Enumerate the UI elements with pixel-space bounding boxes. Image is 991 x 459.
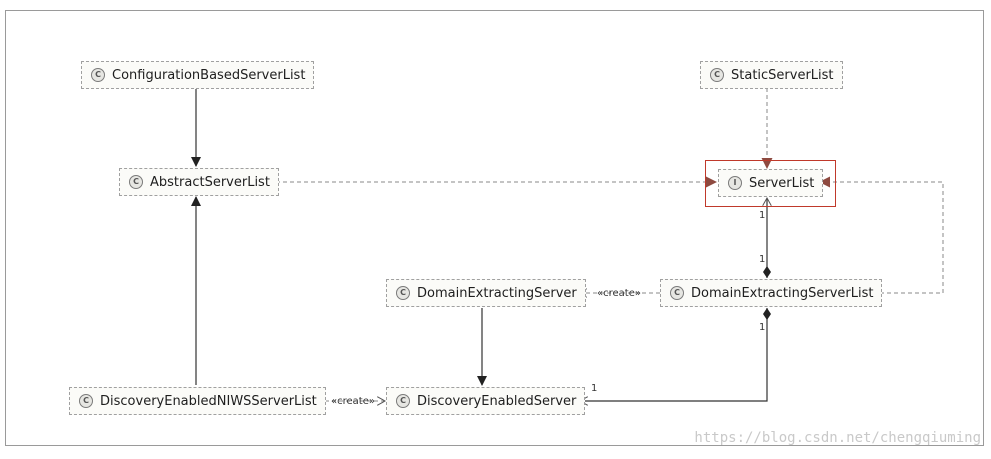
multiplicity-label: 1 [591, 383, 598, 394]
diagram-frame [5, 10, 984, 446]
interface-icon: I [728, 176, 742, 190]
class-icon: C [670, 286, 684, 300]
watermark: https://blog.csdn.net/chengqiuming [694, 430, 981, 446]
multiplicity-label: 1 [759, 254, 766, 265]
class-static-server-list[interactable]: C StaticServerList [700, 61, 843, 89]
multiplicity-label: 1 [759, 322, 766, 333]
create-label: «create» [597, 288, 641, 299]
class-icon: C [396, 394, 410, 408]
node-label: ConfigurationBasedServerList [112, 67, 306, 83]
class-icon: C [79, 394, 93, 408]
class-discovery-enabled-server[interactable]: C DiscoveryEnabledServer [386, 387, 586, 415]
node-label: ServerList [749, 175, 815, 191]
node-label: DomainExtractingServer [417, 285, 577, 301]
node-label: AbstractServerList [150, 174, 270, 190]
class-icon: C [396, 286, 410, 300]
class-icon: C [710, 68, 724, 82]
edge-domainlist-composes-discoveryserver [580, 308, 767, 401]
class-domain-extracting-server-list[interactable]: C DomainExtractingServerList [660, 279, 883, 307]
class-icon: C [91, 68, 105, 82]
node-label: DiscoveryEnabledServer [417, 393, 577, 409]
class-abstract-server-list[interactable]: C AbstractServerList [119, 168, 279, 196]
create-label: «create» [331, 396, 375, 407]
node-label: DomainExtractingServerList [691, 285, 874, 301]
class-domain-extracting-server[interactable]: C DomainExtractingServer [386, 279, 586, 307]
class-discovery-enabled-niws-server-list[interactable]: C DiscoveryEnabledNIWSServerList [69, 387, 326, 415]
edge-domainlist-implements-serverlist [819, 176, 944, 294]
class-configuration-based-server-list[interactable]: C ConfigurationBasedServerList [81, 61, 315, 89]
highlight-box [705, 160, 836, 207]
interface-server-list[interactable]: I ServerList [718, 169, 824, 197]
class-icon: C [129, 175, 143, 189]
multiplicity-label: 1 [759, 210, 766, 221]
node-label: DiscoveryEnabledNIWSServerList [100, 393, 317, 409]
node-label: StaticServerList [731, 67, 834, 83]
